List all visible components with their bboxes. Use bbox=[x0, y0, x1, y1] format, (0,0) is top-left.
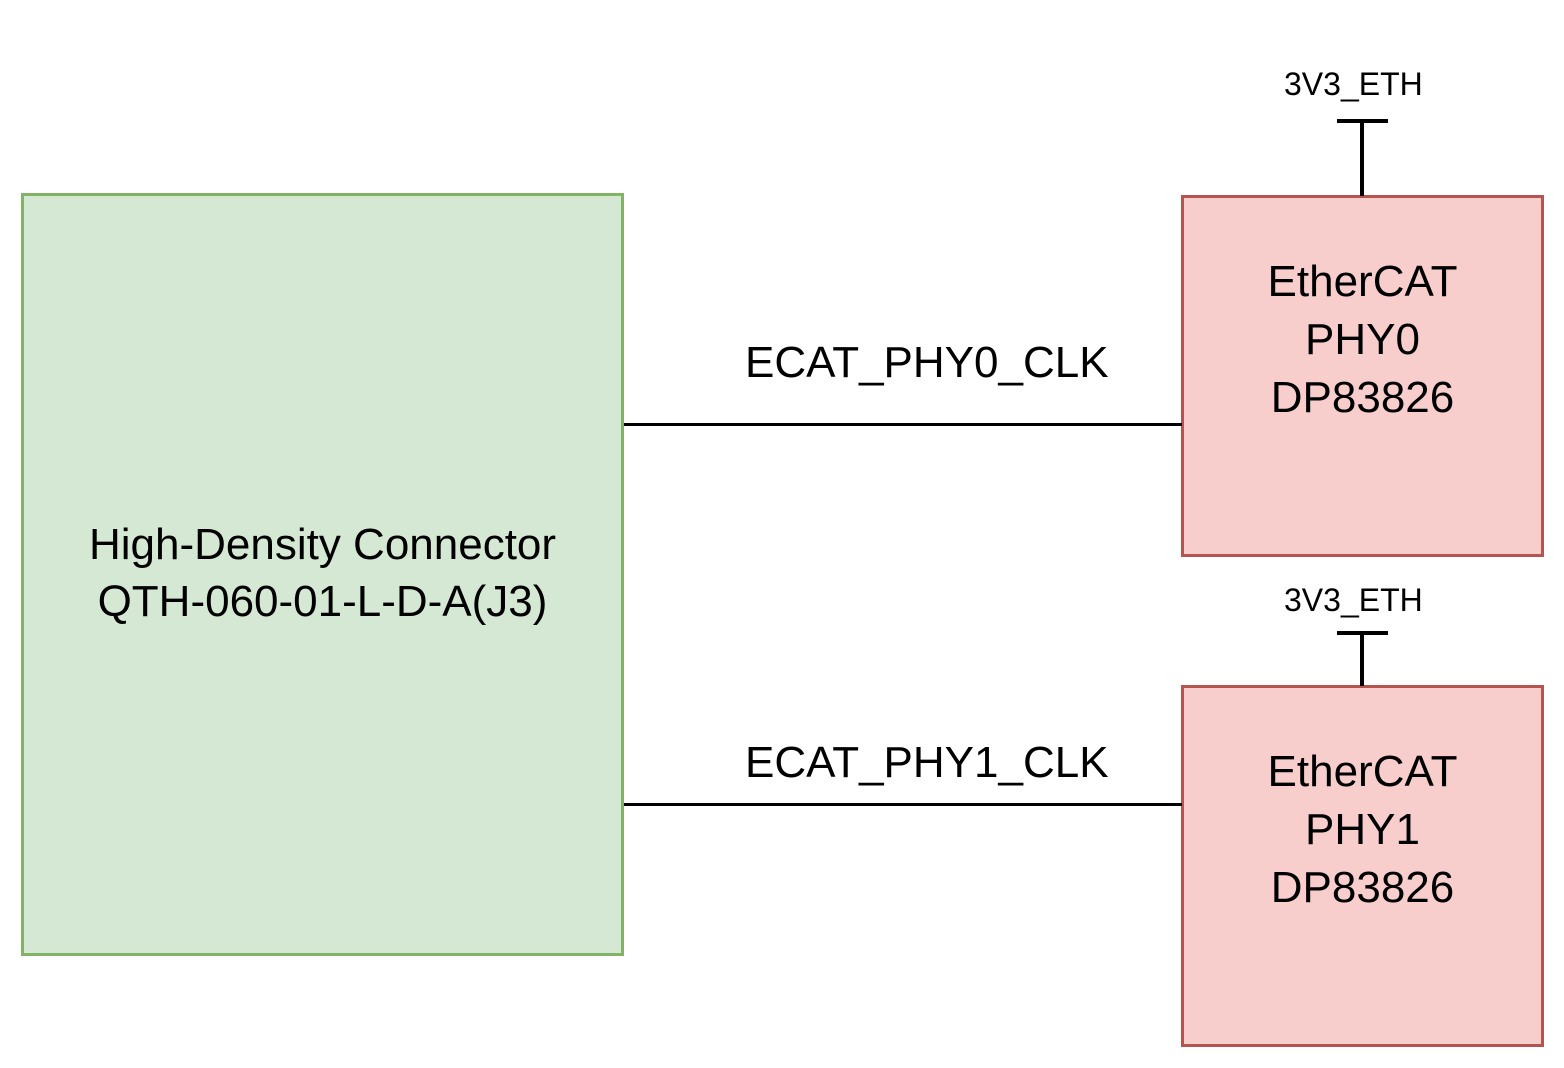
phy0-title: EtherCAT bbox=[1267, 257, 1458, 306]
phy0-name: PHY0 bbox=[1305, 315, 1420, 364]
phy1-block: EtherCAT PHY1 DP83826 bbox=[1181, 685, 1544, 1047]
phy0-power-wire bbox=[1360, 121, 1364, 196]
phy1-clock-net-label: ECAT_PHY1_CLK bbox=[745, 738, 1109, 787]
phy1-title: EtherCAT bbox=[1267, 747, 1458, 796]
connector-name: High-Density Connector bbox=[88, 519, 557, 569]
phy0-block: EtherCAT PHY0 DP83826 bbox=[1181, 195, 1544, 557]
phy1-power-wire bbox=[1360, 633, 1364, 686]
phy1-name: PHY1 bbox=[1305, 805, 1420, 854]
phy0-power-label: 3V3_ETH bbox=[1284, 66, 1423, 102]
connector-block: High-Density Connector QTH-060-01-L-D-A(… bbox=[21, 193, 624, 956]
phy0-part-number: DP83826 bbox=[1270, 373, 1455, 422]
phy0-clock-wire bbox=[624, 423, 1182, 426]
phy0-clock-net-label: ECAT_PHY0_CLK bbox=[745, 338, 1109, 387]
connector-part-number: QTH-060-01-L-D-A(J3) bbox=[97, 576, 548, 626]
phy1-clock-wire bbox=[624, 803, 1182, 806]
phy1-power-label: 3V3_ETH bbox=[1284, 582, 1423, 618]
phy1-part-number: DP83826 bbox=[1270, 863, 1455, 912]
